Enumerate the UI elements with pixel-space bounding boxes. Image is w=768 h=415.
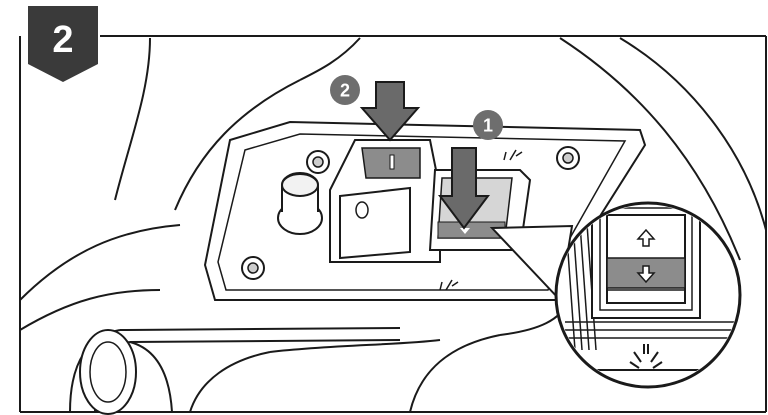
callout-badge-2: 2 [330,75,360,105]
device-handle [69,327,401,415]
rocker-switch-main [329,139,441,263]
panel-screw [241,256,265,280]
callout-badge-1: 1 [473,110,503,140]
light-symbol-icon [439,279,459,291]
step-badge: 2 [28,6,98,82]
round-knob [277,172,323,235]
figure-frame [19,35,767,413]
panel-screw [556,146,580,170]
press-arrow-step-1 [438,147,490,230]
callout-label-2: 2 [340,81,350,101]
callout-label-1: 1 [483,116,493,136]
zoom-inset [554,201,742,389]
step-number: 2 [52,19,73,61]
arrow-up-icon [636,228,656,247]
panel-screw [306,150,330,174]
light-symbol-icon [629,344,663,369]
light-symbol-icon [503,149,523,161]
device-housing [19,37,767,413]
press-arrow-step-2 [359,81,421,142]
arrow-down-icon [636,265,656,284]
